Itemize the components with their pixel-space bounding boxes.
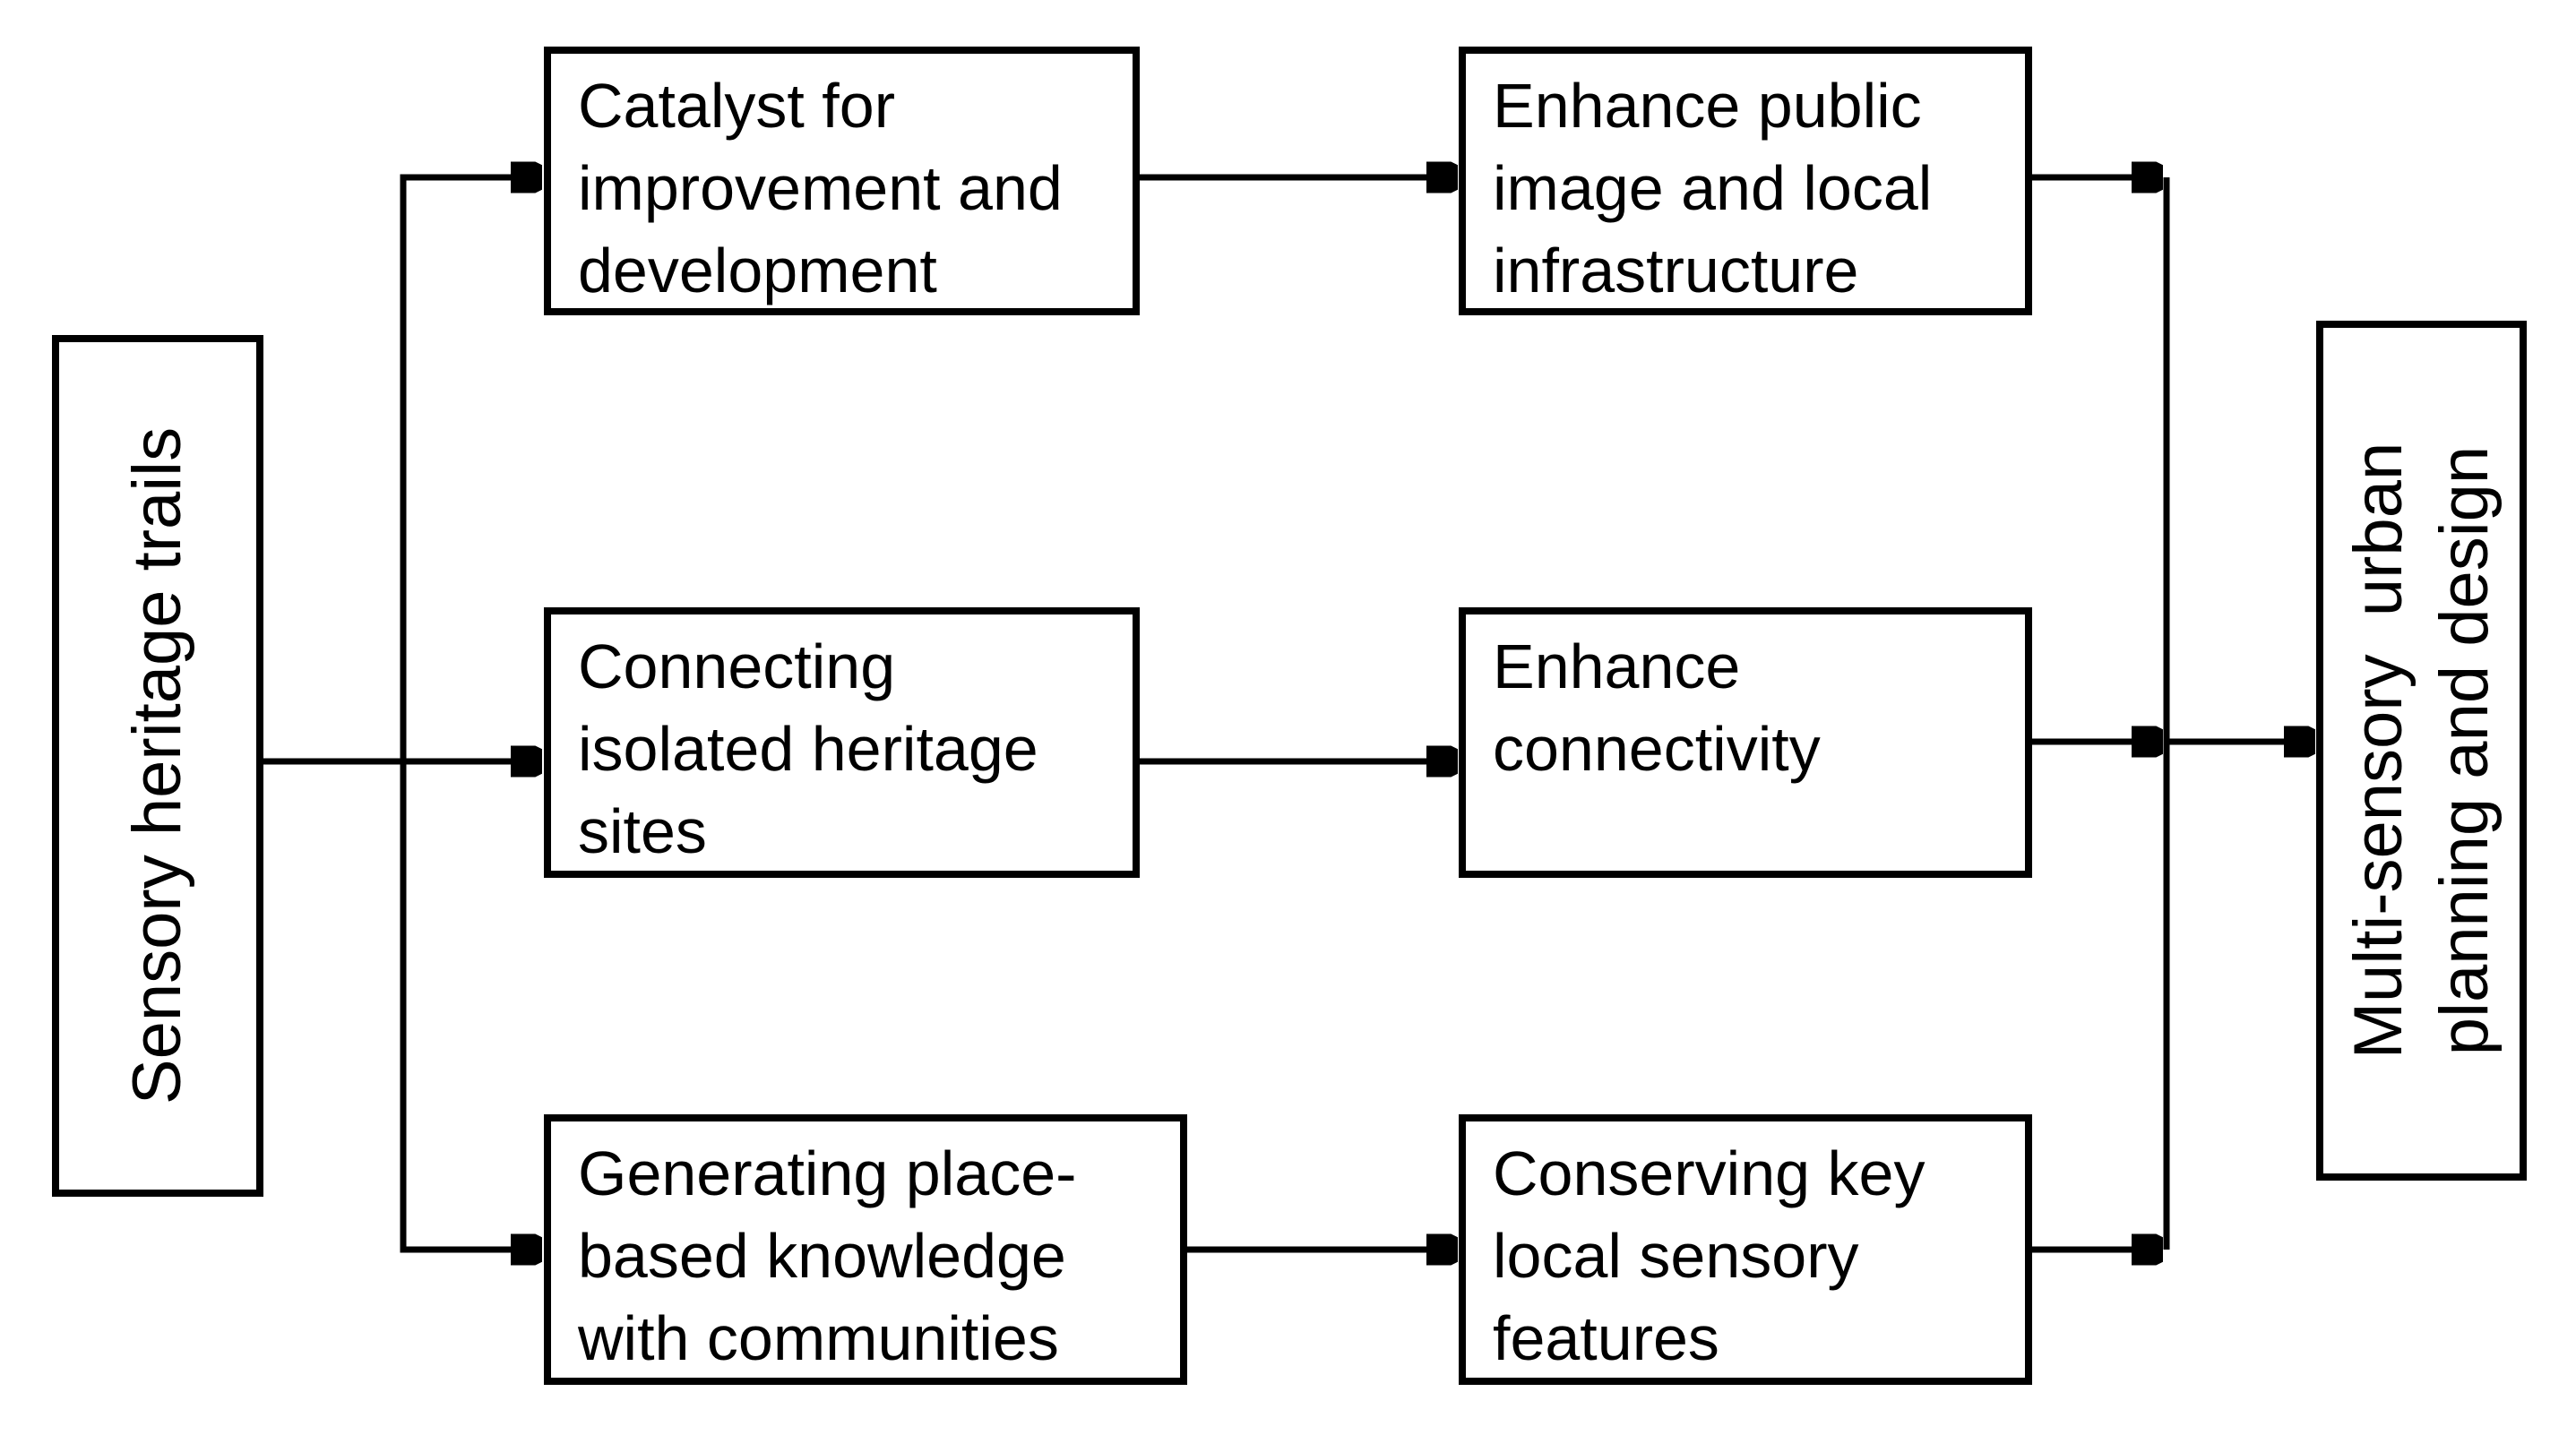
outcome-box-connectivity-label: Enhance connectivity: [1493, 632, 1821, 784]
goal-box-label: Multi-sensory urban planning and design: [2339, 442, 2503, 1060]
source-box-sensory-heritage-trails: Sensory heritage trails: [52, 335, 263, 1197]
mechanism-box-place-based-knowledge: Generating place- based knowledge with c…: [544, 1114, 1187, 1385]
outcome-box-connectivity: Enhance connectivity: [1459, 607, 2032, 878]
mechanism-box-connecting-sites-label: Connecting isolated heritage sites: [578, 632, 1038, 866]
source-box-label: Sensory heritage trails: [119, 426, 195, 1105]
mechanism-box-place-based-knowledge-label: Generating place- based knowledge with c…: [578, 1139, 1077, 1373]
outcome-box-conserving-features-label: Conserving key local sensory features: [1493, 1139, 1926, 1373]
mechanism-box-catalyst: Catalyst for improvement and development: [544, 47, 1140, 315]
outcome-box-public-image: Enhance public image and local infrastru…: [1459, 47, 2032, 315]
outcome-box-public-image-label: Enhance public image and local infrastru…: [1493, 71, 1933, 305]
arrow-branch-top-and-bottom: [400, 177, 536, 1250]
outcome-box-conserving-features: Conserving key local sensory features: [1459, 1114, 2032, 1385]
mechanism-box-catalyst-label: Catalyst for improvement and development: [578, 71, 1063, 305]
mechanism-box-connecting-sites: Connecting isolated heritage sites: [544, 607, 1140, 878]
goal-box-multisensory-planning: Multi-sensory urban planning and design: [2316, 321, 2527, 1181]
